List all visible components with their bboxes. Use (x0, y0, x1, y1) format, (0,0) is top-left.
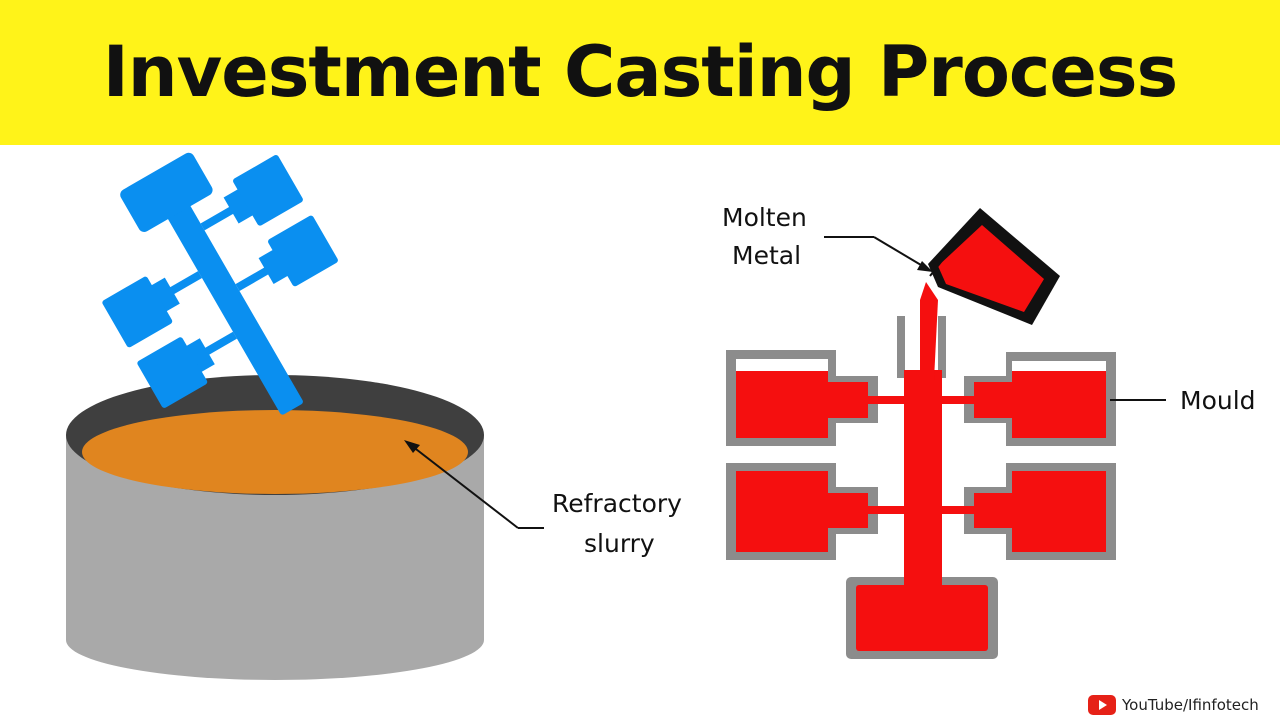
slurry-tank (66, 375, 484, 680)
refractory-label-line2: slurry (584, 529, 655, 558)
molten-label-line2: Metal (732, 241, 801, 270)
mould-label: Mould (1180, 386, 1256, 415)
youtube-play-icon (1088, 695, 1116, 715)
molten-label-line1: Molten (722, 203, 807, 232)
molten-metal-fill (736, 282, 1106, 651)
mould-assembly (726, 282, 1116, 659)
refractory-label-line1: Refractory (552, 489, 682, 518)
refractory-slurry-leader (404, 440, 544, 529)
wax-pattern-tree (102, 152, 338, 415)
refractory-slurry-surface (82, 410, 468, 494)
channel-credit: YouTube/Ifinfotech (1088, 694, 1259, 716)
title-banner (0, 0, 1280, 145)
pouring-ladle (928, 208, 1060, 325)
molten-metal-leader (824, 236, 933, 272)
credit-text: YouTube/Ifinfotech (1122, 696, 1259, 714)
page-title: Investment Casting Process (102, 31, 1178, 113)
